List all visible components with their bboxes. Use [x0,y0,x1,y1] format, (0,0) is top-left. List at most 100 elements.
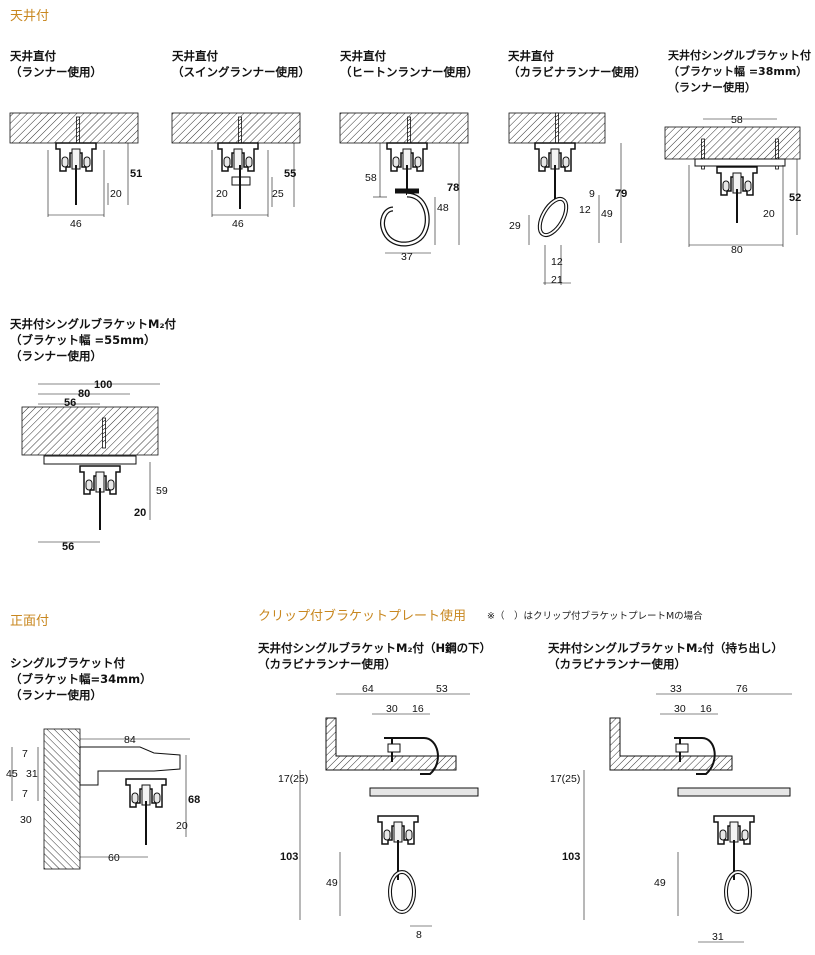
dim-label: 103 [562,851,580,863]
ceiling-hatch [171,112,301,144]
caption-d3: 天井直付 （ヒートンランナー使用） [340,48,478,80]
dim-label: 79 [615,188,627,200]
dim-label: 56 [62,541,74,553]
dim-label: 30 [674,703,686,715]
caption-line: （カラビナランナー使用） [548,657,686,671]
dim-label: 55 [284,168,296,180]
dim-label: 84 [124,734,136,746]
caption-line: （カラビナランナー使用） [508,65,646,79]
dim-label: 45 [6,768,18,780]
caption-line: （ランナー使用） [10,65,102,79]
ceiling-hatch [339,112,469,144]
caption-line: 天井付シングルブラケットM₂付 [10,317,176,331]
section-front-heading: 正面付 [10,614,50,629]
ceiling-hatch [9,112,139,144]
dim-label: 52 [789,192,801,204]
dim-label: 8 [416,929,422,941]
bracket-plate [677,787,791,797]
section-clip-heading: クリップ付ブラケットプレート使用 [258,609,467,624]
dim-label: 20 [763,208,775,220]
dim-label: 25 [272,188,284,200]
diagram-d3: 58 78 48 37 [339,112,469,263]
h-steel-section [609,717,733,771]
caption-line: 天井付シングルブラケットM₂付（持ち出し） [548,641,783,655]
screw-icon [102,417,106,449]
caption-line: （カラビナランナー使用） [258,657,396,671]
caption-line: （ブラケット幅 =55mm） [10,333,156,347]
caption-line: シングルブラケット付 [10,656,125,670]
caption-d8: 天井付シングルブラケットM₂付（H鋼の下） （カラビナランナー使用） [258,640,491,672]
caption-line: 天井直付 [10,49,56,63]
dim-label: 7 [22,748,28,760]
dim-label: 20 [216,188,228,200]
caption-line: （ランナー使用） [10,349,102,363]
dim-label: 12 [579,204,591,216]
diagram-d5: 58 52 20 80 [664,114,801,256]
rail-icon [217,142,259,172]
caption-line: （ランナー使用） [668,81,756,94]
clip-note: ※（ ）はクリップ付ブラケットプレートMの場合 [487,611,703,622]
bracket-plate [694,158,786,167]
caption-line: （ヒートンランナー使用） [340,65,478,79]
bracket-plate [369,787,479,797]
dim-label: 48 [437,202,449,214]
dim-label: 33 [670,683,682,695]
dim-label: 20 [134,507,146,519]
dim-label: 29 [509,220,521,232]
caption-line: （ブラケット幅 =38mm） [668,65,808,78]
wall-bracket [79,746,181,786]
diagram-d2: 55 25 20 46 [171,112,301,230]
diagram-d9: 33 76 30 16 17(25) 103 49 31 [550,683,792,943]
caption-line: 天井直付 [508,49,554,63]
section-ceiling-heading: 天井付 [10,9,50,24]
caption-line: 天井付シングルブラケット付 [668,49,811,62]
dim-label: 58 [731,114,743,126]
dim-label: 17(25) [278,773,308,785]
caption-d1: 天井直付 （ランナー使用） [10,48,102,80]
dim-label: 21 [551,274,563,286]
dim-label: 46 [232,218,244,230]
dim-label: 31 [26,768,38,780]
dim-label: 80 [731,244,743,256]
caption-d7: シングルブラケット付 （ブラケット幅=34mm） （ランナー使用） [10,655,152,703]
diagram-d8: 64 53 30 16 17(25) 103 49 8 [278,683,479,941]
caption-line: 天井直付 [172,49,218,63]
dim-label: 30 [386,703,398,715]
dim-label: 20 [176,820,188,832]
screw-icon [555,112,559,144]
dim-label: 60 [108,852,120,864]
caption-d2: 天井直付 （スイングランナー使用） [172,48,310,80]
caption-d5: 天井付シングルブラケット付 （ブラケット幅 =38mm） （ランナー使用） [668,48,811,96]
caption-d6: 天井付シングルブラケットM₂付 （ブラケット幅 =55mm） （ランナー使用） [10,316,176,364]
caption-line: （スイングランナー使用） [172,65,310,79]
dim-label: 100 [94,379,112,391]
rail-icon [377,815,419,845]
dim-label: 49 [654,877,666,889]
dim-label: 51 [130,168,142,180]
dim-label: 59 [156,485,168,497]
wall-hatch [43,728,81,870]
ceiling-hatch [21,406,159,456]
dim-label: 78 [447,182,459,194]
dim-label: 80 [78,388,90,400]
ceiling-hatch [664,126,801,160]
dim-label: 46 [70,218,82,230]
dim-label: 64 [362,683,374,695]
caption-line: （ブラケット幅=34mm） [10,672,152,686]
caption-line: 天井付シングルブラケットM₂付（H鋼の下） [258,641,492,655]
dim-label: 9 [589,188,595,200]
dim-label: 16 [700,703,712,715]
dim-label: 31 [712,931,724,943]
dim-label: 20 [110,188,122,200]
dim-label: 68 [188,794,200,806]
dim-label: 12 [551,256,563,268]
bracket-plate [43,455,137,465]
dim-label: 37 [401,251,413,263]
dim-label: 49 [326,877,338,889]
dim-label: 17(25) [550,773,580,785]
dim-label: 16 [412,703,424,715]
caption-line: （ランナー使用） [10,688,102,702]
dim-label: 76 [736,683,748,695]
diagram-d4: 79 9 49 12 29 12 21 [508,112,627,286]
diagram-d1: 51 20 46 [9,112,142,230]
